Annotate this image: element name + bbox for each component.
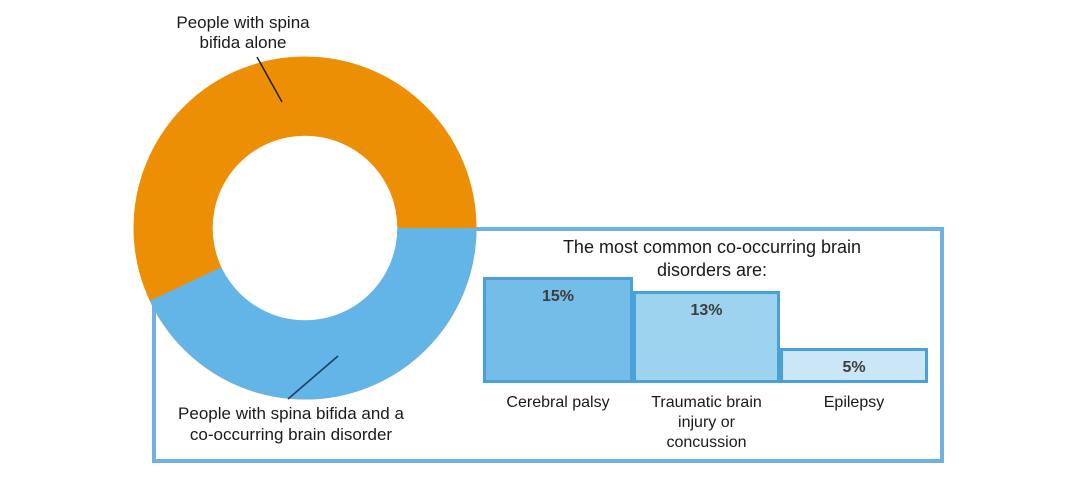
bar-label-traumatic-brain-injury: Traumatic brain injury or concussion (651, 394, 762, 451)
bar-epilepsy: 5% (780, 348, 928, 383)
donut-label-bottom: People with spina bifida and a co-occurr… (178, 404, 404, 444)
donut-label-top: People with spina bifida alone (176, 13, 310, 52)
bar-value-label: 15% (541, 288, 575, 305)
bar-label-cerebral-palsy: Cerebral palsy (506, 394, 610, 411)
donut-chart (133, 56, 477, 400)
bar-traumatic-brain-injury: 13% (633, 291, 780, 383)
bar-chart-title: The most common co-occurring brain disor… (562, 237, 862, 280)
bar-cerebral-palsy: 15% (483, 277, 633, 383)
bar-label-epilepsy: Epilepsy (823, 394, 885, 411)
bar-value-label: 5% (842, 359, 866, 376)
bar-value-label: 13% (690, 302, 723, 319)
donut-hole (212, 135, 398, 321)
